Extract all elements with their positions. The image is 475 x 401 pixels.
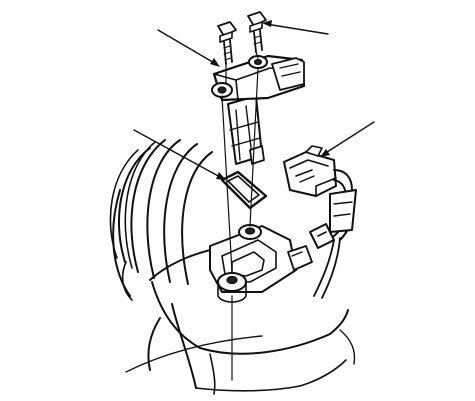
- sensor-mount-base: [209, 224, 313, 303]
- bolt-right: [247, 11, 267, 53]
- bolt-left: [217, 21, 237, 65]
- callout-leaders: [133, 20, 375, 180]
- wire-harness: [309, 169, 357, 299]
- gasket: [220, 170, 268, 210]
- alignment-lines: [221, 51, 259, 381]
- intake-duct: [109, 139, 356, 395]
- connector: [283, 145, 337, 197]
